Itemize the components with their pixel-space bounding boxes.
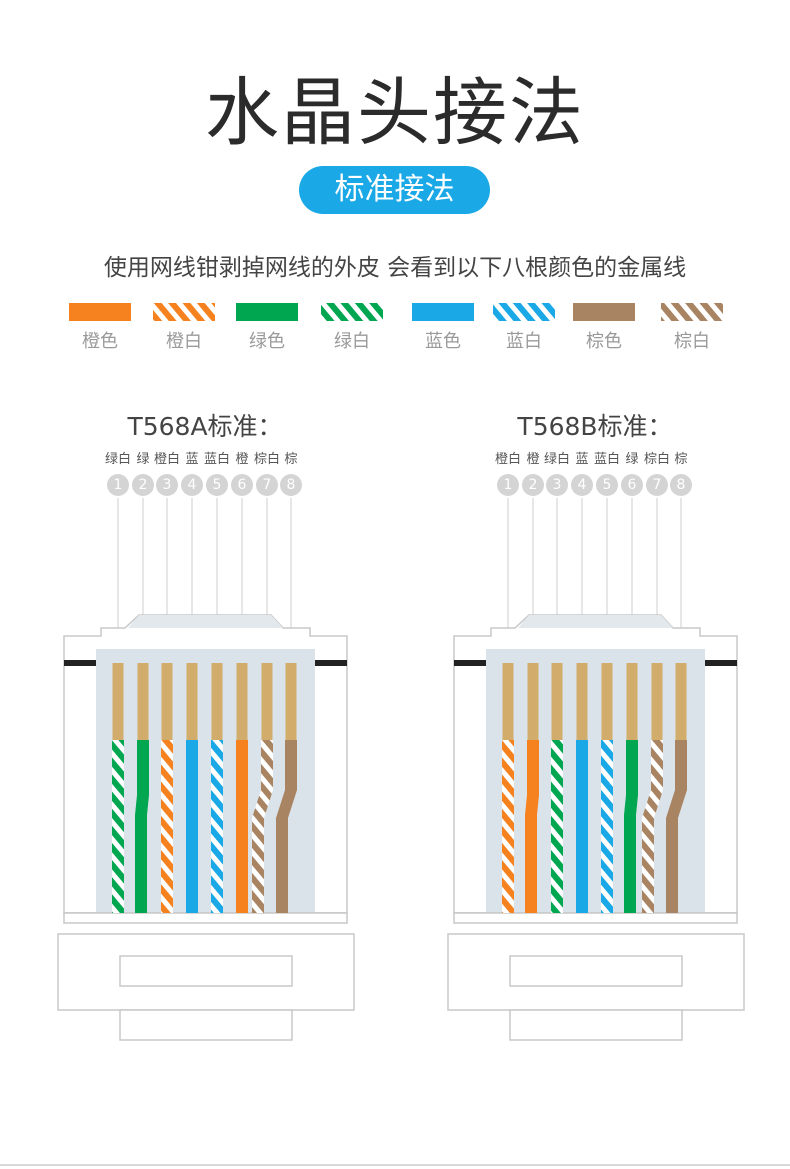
swatch-label-4: 绿白 <box>334 331 370 352</box>
gold-contact-3 <box>551 663 563 741</box>
pin-number-1: 1 <box>497 474 519 496</box>
wire-2 <box>525 740 539 913</box>
pin-number-4: 4 <box>181 474 203 496</box>
wire-3 <box>551 740 563 913</box>
gold-contact-1 <box>112 663 124 741</box>
pin-number-6: 6 <box>231 474 253 496</box>
pin-label-6: 绿 <box>625 452 639 467</box>
pin-number-7: 7 <box>646 474 668 496</box>
swatch-6 <box>493 303 555 321</box>
pin-number-3: 3 <box>546 474 568 496</box>
pin-label-2: 橙 <box>526 452 540 467</box>
pin-label-1: 绿白 <box>104 452 131 467</box>
standard-title-t568a: T568A标准： <box>127 412 283 441</box>
wire-6 <box>624 740 638 913</box>
gold-contact-8 <box>285 663 297 741</box>
gold-contact-6 <box>626 663 638 741</box>
wire-7 <box>252 740 273 913</box>
pin-number-5: 5 <box>596 474 618 496</box>
pin-number-3: 3 <box>156 474 178 496</box>
pin-label-8: 棕 <box>284 452 298 467</box>
pin-label-8: 棕 <box>674 452 688 467</box>
swatch-label-8: 棕白 <box>674 331 710 352</box>
wire-8 <box>276 740 297 913</box>
swatch-label-2: 橙白 <box>166 331 202 352</box>
gold-contact-3 <box>161 663 173 741</box>
pin-number-8: 8 <box>280 474 302 496</box>
gold-contact-2 <box>137 663 149 741</box>
cable-stub <box>509 1009 683 1041</box>
swatch-3 <box>236 303 298 321</box>
swatch-7 <box>573 303 635 321</box>
standard-wiring-badge: 标准接法 <box>299 166 490 214</box>
gold-contact-6 <box>236 663 248 741</box>
pin-number-2: 2 <box>522 474 544 496</box>
swatch-8 <box>661 303 723 321</box>
wire-6 <box>236 740 248 913</box>
gold-contact-1 <box>502 663 514 741</box>
swatch-label-3: 绿色 <box>249 331 285 352</box>
pin-label-2: 绿 <box>136 452 150 467</box>
connector-top <box>128 615 283 628</box>
page-title: 水晶头接法 <box>205 70 585 156</box>
swatch-label-6: 蓝白 <box>506 331 542 352</box>
pin-label-7: 棕白 <box>253 452 280 467</box>
pin-label-4: 蓝 <box>575 452 589 467</box>
pin-label-3: 绿白 <box>543 452 570 467</box>
gold-contact-4 <box>576 663 588 741</box>
wire-1 <box>502 740 514 913</box>
pin-number-2: 2 <box>132 474 154 496</box>
swatch-2 <box>153 303 215 321</box>
wire-5 <box>601 740 613 913</box>
instruction-text: 使用网线钳剥掉网线的外皮 会看到以下八根颜色的金属线 <box>103 255 687 281</box>
standard-title-t568b: T568B标准： <box>517 412 673 441</box>
pin-label-4: 蓝 <box>185 452 199 467</box>
wire-1 <box>112 740 124 913</box>
wire-2 <box>135 740 149 913</box>
color-swatch-row <box>69 303 723 321</box>
pin-label-3: 橙白 <box>153 452 180 467</box>
connector-t568b <box>447 498 745 1041</box>
pin-label-1: 橙白 <box>494 452 521 467</box>
connector-top <box>518 615 673 628</box>
gold-contact-7 <box>651 663 663 741</box>
gold-contact-8 <box>675 663 687 741</box>
pin-number-5: 5 <box>206 474 228 496</box>
connector-layer <box>57 498 745 1041</box>
swatch-5 <box>412 303 474 321</box>
swatch-label-7: 棕色 <box>586 331 622 352</box>
gold-contact-2 <box>527 663 539 741</box>
swatch-4 <box>321 303 383 321</box>
bottom-divider <box>0 1164 790 1166</box>
pin-label-7: 棕白 <box>643 452 670 467</box>
cable-stub <box>119 1009 293 1041</box>
pin-number-7: 7 <box>256 474 278 496</box>
gold-contact-4 <box>186 663 198 741</box>
swatch-1 <box>69 303 131 321</box>
pin-label-5: 蓝白 <box>203 452 230 467</box>
pin-number-6: 6 <box>621 474 643 496</box>
connector-t568a <box>57 498 355 1041</box>
wire-4 <box>576 740 588 913</box>
pin-number-8: 8 <box>670 474 692 496</box>
boot-window <box>509 955 683 987</box>
wire-8 <box>666 740 687 913</box>
pin-label-6: 橙 <box>235 452 249 467</box>
gold-contact-7 <box>261 663 273 741</box>
pin-number-1: 1 <box>107 474 129 496</box>
wire-7 <box>642 740 663 913</box>
pin-label-5: 蓝白 <box>593 452 620 467</box>
swatch-label-5: 蓝色 <box>425 331 461 352</box>
wire-4 <box>186 740 198 913</box>
gold-contact-5 <box>601 663 613 741</box>
swatch-label-1: 橙色 <box>82 331 118 352</box>
wire-3 <box>161 740 173 913</box>
boot-window <box>119 955 293 987</box>
wire-5 <box>211 740 223 913</box>
pin-number-4: 4 <box>571 474 593 496</box>
gold-contact-5 <box>211 663 223 741</box>
